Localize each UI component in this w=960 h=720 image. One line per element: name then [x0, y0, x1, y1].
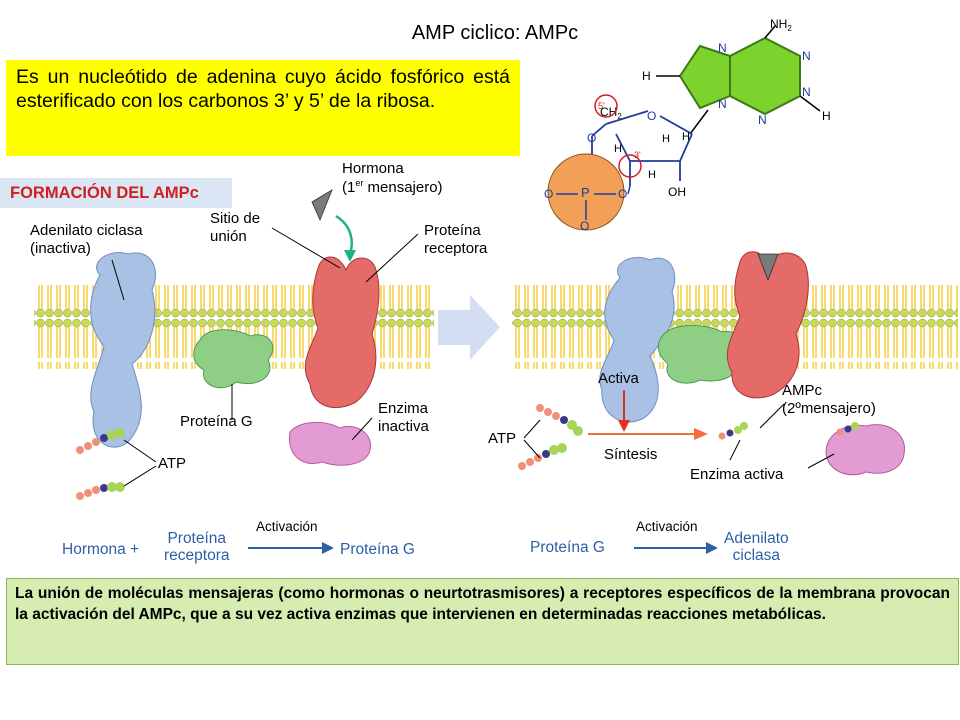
label-ampc: AMPc(2ºmensajero): [782, 382, 876, 417]
adenylate-cyclase-active: [599, 256, 676, 423]
atp-chain-left-bottom: [76, 482, 125, 500]
label-active-enzyme: Enzima activa: [690, 466, 784, 483]
atp-chain-left-top: [76, 428, 125, 454]
h-label-1: H: [822, 109, 831, 123]
ribose-ring: [591, 110, 693, 186]
bound-hormone: [757, 253, 779, 282]
o-label-4: O: [580, 219, 589, 233]
adenine-ring: [656, 25, 821, 116]
enzyme-active: [825, 424, 905, 476]
enzyme-inactive: [288, 422, 372, 466]
protein-g-right: [658, 325, 743, 384]
carbon-3-label: 3': [634, 150, 641, 160]
carbon-5-label: 5': [598, 101, 605, 111]
ch2-label: CH2: [600, 105, 622, 121]
equation-left-activation: Activación: [256, 519, 318, 534]
membrane-diagram: [34, 189, 958, 554]
atp-chain-right-bottom: [518, 443, 567, 470]
equation-right-activation: Activación: [636, 519, 698, 534]
protein-g-left: [193, 329, 274, 389]
label-atp-left: ATP: [158, 455, 187, 472]
page-title: AMP ciclico: AMPc: [411, 22, 579, 44]
o-ring-label: O: [647, 109, 656, 123]
n-label-3: N: [758, 113, 767, 127]
h-label-4: H: [662, 133, 670, 145]
carbon-5-marker: [594, 94, 618, 118]
p-label: P: [581, 185, 590, 200]
camp-molecule-diagram: NH2 N N N N N H H O CH2 OH H H H H 5' 3'…: [544, 17, 831, 233]
h-label-5: H: [648, 169, 656, 181]
adenylate-cyclase-inactive: [90, 252, 157, 448]
equation-left-hormone: Hormona +: [62, 541, 140, 558]
definition-box: Es un nucleótido de adenina cuyo ácido f…: [6, 60, 520, 156]
label-adenylate-cyclase: Adenilato ciclasa(inactiva): [30, 222, 143, 257]
h-label-6: H: [614, 143, 622, 155]
o-label-1: O: [587, 131, 596, 145]
o-label-3: O: [544, 187, 553, 201]
carbon-3-marker: [618, 154, 642, 178]
atp-chain-right-top: [536, 404, 583, 436]
label-synthesis: Síntesis: [604, 446, 658, 463]
label-atp-right: ATP: [488, 430, 517, 447]
binding-arrow: [335, 214, 353, 255]
formation-banner: FORMACIÓN DEL AMPc: [0, 178, 232, 208]
camp-molecule-bound: [836, 422, 859, 436]
transition-arrow: [438, 295, 500, 360]
h-label-2: H: [642, 69, 651, 83]
label-active: Activa: [598, 370, 639, 387]
camp-molecule-product: [718, 422, 748, 440]
phosphate-group: [547, 153, 625, 231]
n-label-1: N: [802, 49, 811, 63]
h-label-3: H: [682, 131, 690, 143]
receptor-protein-left: [304, 256, 380, 409]
o-label-2: O: [618, 187, 627, 201]
oh-label: OH: [668, 185, 686, 199]
n-label-4: N: [718, 41, 727, 55]
hormone-molecule: [311, 189, 333, 222]
equation-left-protein-g: Proteína G: [340, 541, 415, 558]
summary-box: La unión de moléculas mensajeras (como h…: [6, 578, 959, 665]
equation-right-protein-g: Proteína G: [530, 539, 605, 556]
label-hormone: Hormona(1er mensajero): [342, 160, 443, 196]
label-protein-g: Proteína G: [180, 413, 253, 430]
n-label-5: N: [718, 97, 727, 111]
n-label-2: N: [802, 85, 811, 99]
nh2-label: NH2: [770, 17, 792, 33]
